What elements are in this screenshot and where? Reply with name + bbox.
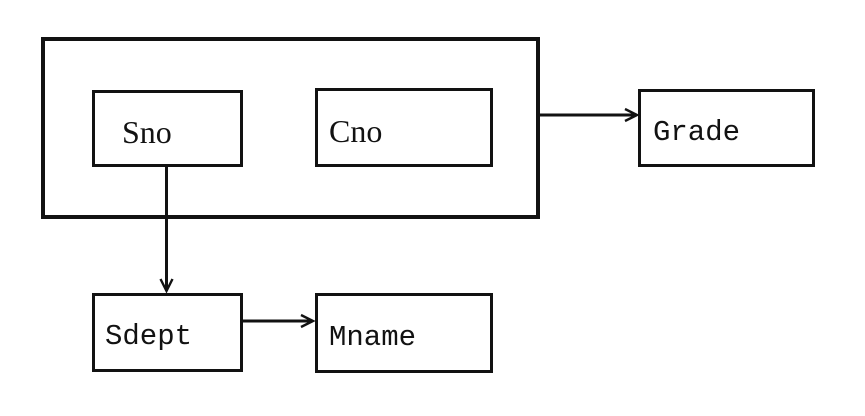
node-sno: Sno: [92, 90, 243, 167]
node-grade-label: Grade: [653, 115, 741, 149]
node-mname: Mname: [315, 293, 493, 373]
node-grade: Grade: [638, 89, 815, 167]
node-sdept: Sdept: [92, 293, 243, 372]
node-cno-label: Cno: [329, 113, 383, 149]
node-cno: Cno: [315, 88, 493, 167]
node-sdept-label: Sdept: [105, 320, 193, 353]
node-mname-label: Mname: [329, 320, 417, 354]
composite-key-group-box: [41, 37, 540, 219]
node-sno-label: Sno: [122, 114, 172, 150]
